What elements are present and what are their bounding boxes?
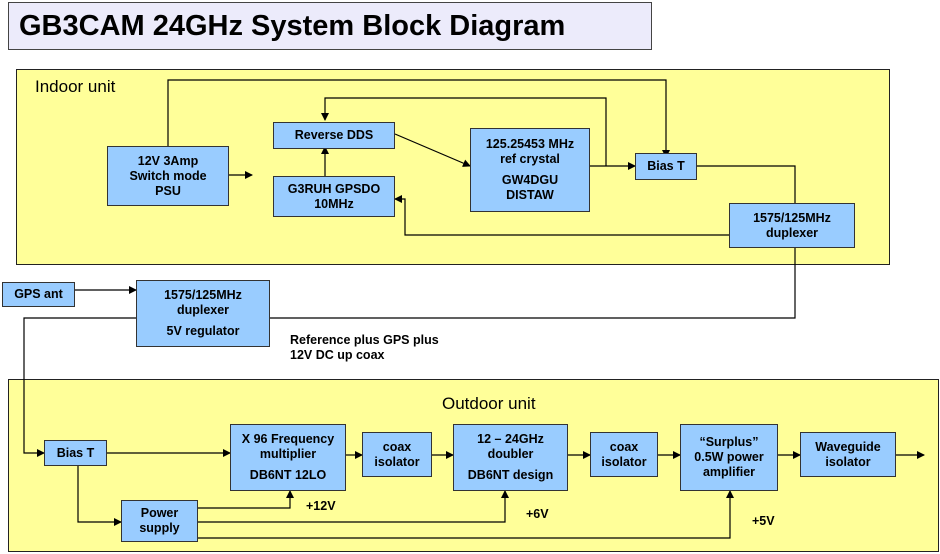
waveguide-isolator-block: Waveguide isolator xyxy=(800,432,896,477)
psu-block: 12V 3Amp Switch mode PSU xyxy=(107,146,229,206)
wire-biast-to-psu xyxy=(77,466,122,526)
psu-line-1: 12V 3Amp xyxy=(137,153,199,168)
voltage-6v-label: +6V xyxy=(526,507,549,521)
gps-ant-label: GPS ant xyxy=(14,287,63,301)
middle-regulator-line: 5V regulator xyxy=(166,324,240,338)
voltage-12v-label: +12V xyxy=(306,499,336,513)
indoor-unit-label: Indoor unit xyxy=(35,77,116,96)
coax-isolator-1-block: coax isolator xyxy=(362,432,432,477)
wire-psu-5v xyxy=(198,490,734,539)
reverse-dds-label: Reverse DDS xyxy=(294,128,374,142)
wire-dds-to-crystal xyxy=(394,133,471,167)
isolator2-line-1: coax xyxy=(609,439,639,454)
indoor-bias-t-label: Bias T xyxy=(647,159,685,173)
multiplier-line-2: multiplier xyxy=(259,447,317,461)
outdoor-unit-label: Outdoor unit xyxy=(442,394,536,413)
power-supply-line-2: supply xyxy=(139,521,180,535)
amplifier-block: “Surplus” 0.5W power amplifier xyxy=(680,424,778,491)
doubler-line-1: 12 – 24GHz xyxy=(477,432,544,446)
psu-line-2: Switch mode xyxy=(129,168,207,183)
middle-duplexer-line-1: 1575/125MHz xyxy=(164,288,242,302)
outdoor-bias-t-block: Bias T xyxy=(44,440,107,466)
amplifier-line-2: 0.5W power xyxy=(694,450,764,464)
crystal-line-2: ref crystal xyxy=(500,152,560,166)
isolator1-line-1: coax xyxy=(382,439,412,454)
wire-psu-to-biast xyxy=(167,79,670,158)
crystal-line-4: DISTAW xyxy=(506,188,554,202)
doubler-line-3: DB6NT design xyxy=(467,468,554,482)
gpsdo-line-2: 10MHz xyxy=(314,196,354,211)
middle-duplexer-line-2: duplexer xyxy=(176,303,230,317)
crystal-line-1: 125.25453 MHz xyxy=(485,137,575,151)
coax-isolator-2-block: coax isolator xyxy=(590,432,658,477)
wire-duplexer-to-outdoor-biast xyxy=(23,317,136,457)
wire-psu-12v xyxy=(198,490,294,509)
indoor-duplexer-line-2: duplexer xyxy=(765,225,819,240)
gpsdo-line-1: G3RUH GPSDO xyxy=(287,181,381,196)
isolator2-line-2: isolator xyxy=(601,454,647,469)
gpsdo-block: G3RUH GPSDO 10MHz xyxy=(273,176,395,217)
ref-crystal-block: 125.25453 MHz ref crystal GW4DGU DISTAW xyxy=(470,128,590,212)
wire-biast-to-duplexer xyxy=(697,165,796,203)
middle-duplexer-block: 1575/125MHz duplexer 5V regulator xyxy=(136,280,270,347)
voltage-5v-label: +5V xyxy=(752,514,775,528)
wire-indoor-to-middle-duplexer xyxy=(270,248,796,319)
psu-line-3: PSU xyxy=(155,183,181,198)
power-supply-line-1: Power xyxy=(140,506,179,520)
power-supply-block: Power supply xyxy=(121,500,198,542)
wire-duplexer-to-gpsdo xyxy=(394,195,729,236)
waveguide-line-1: Waveguide xyxy=(815,439,881,454)
gps-ant-block: GPS ant xyxy=(2,282,75,307)
amplifier-line-3: amplifier xyxy=(702,465,756,479)
coax-note-line-2: 12V DC up coax xyxy=(290,348,385,362)
indoor-duplexer-block: 1575/125MHz duplexer xyxy=(729,203,855,248)
crystal-line-3: GW4DGU xyxy=(501,173,559,187)
multiplier-line-3: DB6NT 12LO xyxy=(249,468,327,482)
coax-note-line-1: Reference plus GPS plus xyxy=(290,333,439,347)
multiplier-line-1: X 96 Frequency xyxy=(241,432,335,446)
indoor-duplexer-line-1: 1575/125MHz xyxy=(753,210,831,225)
doubler-line-2: doubler xyxy=(487,447,534,461)
doubler-block: 12 – 24GHz doubler DB6NT design xyxy=(453,424,568,491)
wire-feedback-to-dds xyxy=(321,97,607,166)
outdoor-bias-t-label: Bias T xyxy=(56,445,95,460)
amplifier-line-1: “Surplus” xyxy=(699,435,759,449)
wire-psu-6v xyxy=(198,490,509,523)
diagram-title: GB3CAM 24GHz System Block Diagram xyxy=(8,2,652,50)
multiplier-block: X 96 Frequency multiplier DB6NT 12LO xyxy=(230,424,346,491)
waveguide-line-2: isolator xyxy=(825,454,871,469)
indoor-bias-t-block: Bias T xyxy=(635,153,697,180)
reverse-dds-block: Reverse DDS xyxy=(273,122,395,149)
isolator1-line-2: isolator xyxy=(374,454,420,469)
